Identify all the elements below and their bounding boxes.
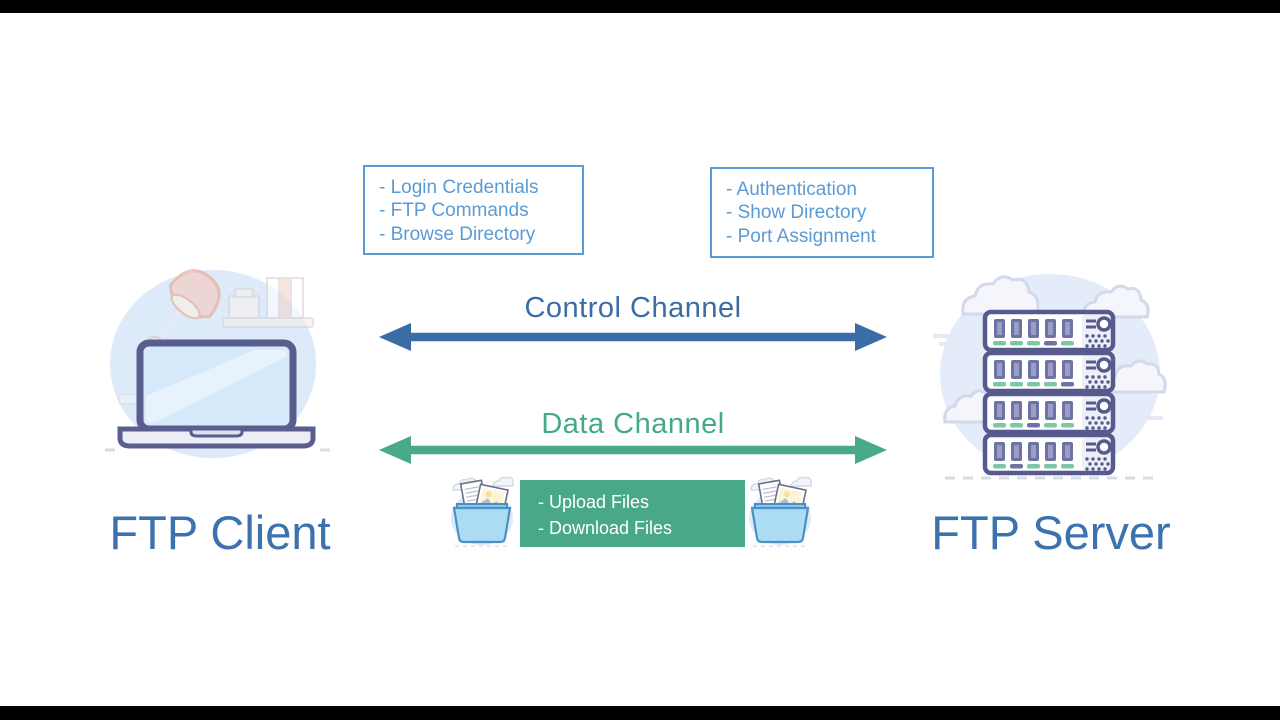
server-note-line: - Show Directory xyxy=(726,202,867,224)
transfer-line: - Download Files xyxy=(538,518,673,539)
letterbox-bottom xyxy=(0,706,1280,720)
laptop-workspace-illustration xyxy=(105,269,330,458)
ftp-client-label: FTP Client xyxy=(109,506,331,559)
open-folder-files-icon xyxy=(451,476,514,547)
data-channel-label: Data Channel xyxy=(541,408,725,440)
client-note-line: - Login Credentials xyxy=(379,177,539,198)
letterbox-top xyxy=(0,0,1280,13)
server-rack-clouds-illustration xyxy=(933,274,1167,480)
control-channel-arrow-icon xyxy=(379,323,887,351)
ftp-server-label: FTP Server xyxy=(931,506,1171,559)
client-commands-box: - Login Credentials - FTP Commands - Bro… xyxy=(363,165,584,255)
open-folder-files-icon xyxy=(749,476,812,547)
data-channel-arrow-icon xyxy=(379,436,887,464)
server-note-line: - Authentication xyxy=(726,179,857,200)
client-note-line: - FTP Commands xyxy=(379,200,529,222)
client-note-line: - Browse Directory xyxy=(379,223,536,245)
data-transfer-box: - Upload Files - Download Files xyxy=(520,480,745,547)
server-responses-box: - Authentication - Show Directory - Port… xyxy=(710,167,934,258)
control-channel-label: Control Channel xyxy=(524,292,742,324)
server-note-line: - Port Assignment xyxy=(726,225,876,247)
transfer-line: - Upload Files xyxy=(538,492,650,512)
